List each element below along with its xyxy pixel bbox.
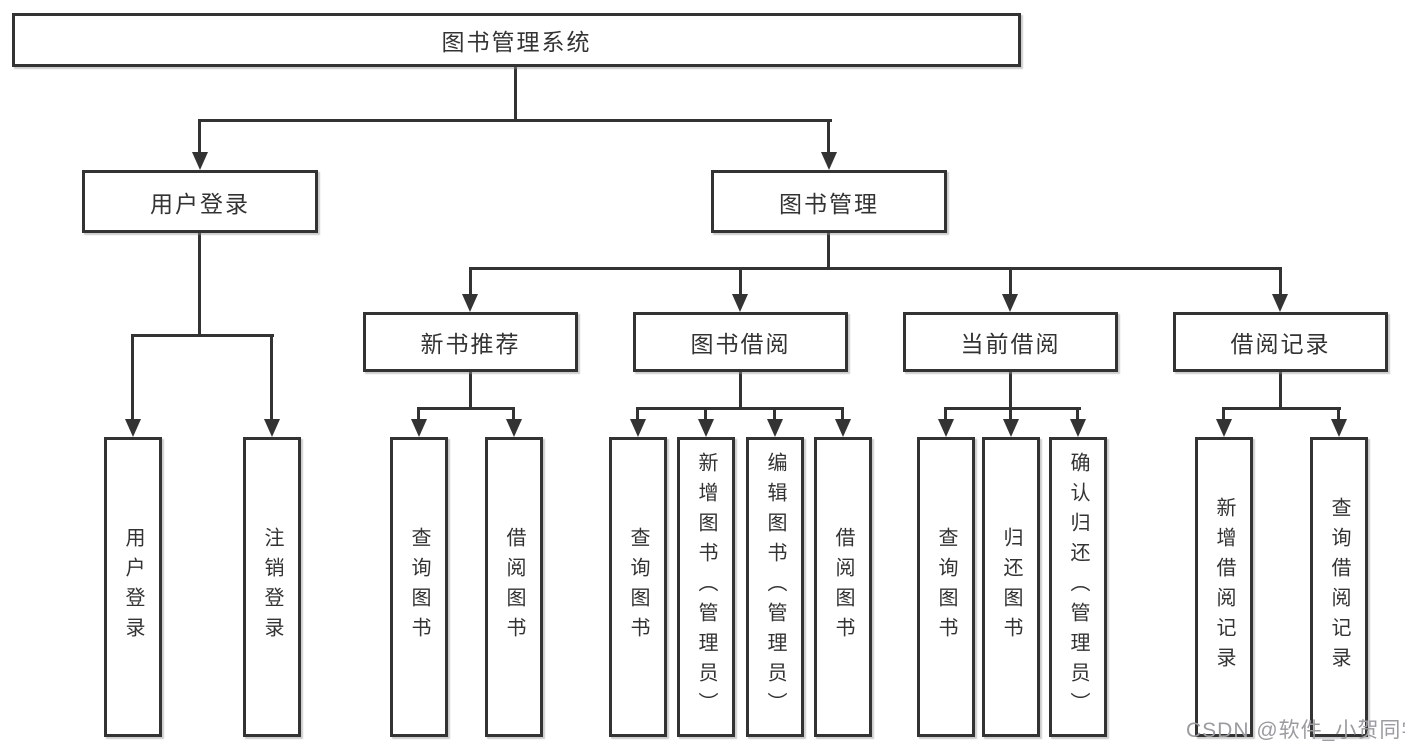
- connector-to-leaf-return: [1009, 407, 1012, 421]
- connector-to-leaf-search-record: [1337, 407, 1340, 421]
- leaf-add-borrow-record: 新增借阅记录: [1195, 437, 1253, 737]
- connector-book-borrow-stem: [739, 372, 742, 409]
- arrowhead-leaf-logout: [264, 419, 280, 437]
- connector-to-leaf-user-login: [131, 334, 134, 421]
- connector-to-book-management: [827, 119, 830, 153]
- arrowhead-leaf-search-1: [411, 419, 427, 437]
- arrowhead-leaf-borrow-2: [835, 419, 851, 437]
- connector-book-borrow-split: [636, 407, 844, 410]
- connector-user-login-split: [132, 334, 274, 337]
- connector-to-leaf-search-2: [636, 407, 639, 421]
- leaf-user-login: 用户登录: [104, 437, 162, 737]
- leaf-search-book-2: 查询图书: [609, 437, 667, 737]
- arrowhead-leaf-add-book: [698, 419, 714, 437]
- connector-book-management-stem: [827, 233, 830, 269]
- connector-to-user-login: [198, 119, 201, 153]
- connector-to-leaf-search-1: [417, 407, 420, 421]
- connector-root-split: [199, 119, 832, 122]
- arrowhead-leaf-search-record: [1331, 419, 1347, 437]
- node-current-borrow: 当前借阅: [903, 312, 1118, 372]
- arrowhead-leaf-add-record: [1216, 419, 1232, 437]
- watermark: CSDN @软件_小贺同学: [1186, 719, 1405, 742]
- arrowhead-leaf-borrow-1: [506, 419, 522, 437]
- connector-to-new-book: [469, 267, 472, 296]
- leaf-borrow-book-1: 借阅图书: [485, 437, 543, 737]
- node-book-borrow: 图书借阅: [633, 312, 848, 372]
- arrowhead-book-management: [821, 152, 837, 170]
- node-user-login: 用户登录: [82, 170, 318, 233]
- node-borrow-record: 借阅记录: [1173, 312, 1388, 372]
- leaf-search-book-3: 查询图书: [917, 437, 975, 737]
- arrowhead-book-borrow: [732, 294, 748, 312]
- connector-current-borrow-stem: [1009, 372, 1012, 409]
- connector-to-leaf-borrow-1: [512, 407, 515, 421]
- connector-current-borrow-split: [944, 407, 1081, 410]
- connector-to-leaf-search-3: [944, 407, 947, 421]
- connector-to-leaf-add-record: [1222, 407, 1225, 421]
- leaf-search-borrow-record: 查询借阅记录: [1310, 437, 1368, 737]
- arrowhead-leaf-user-login: [125, 419, 141, 437]
- leaf-logout: 注销登录: [243, 437, 301, 737]
- connector-new-book-stem: [469, 372, 472, 409]
- connector-borrow-record-split: [1222, 407, 1341, 410]
- connector-to-book-borrow: [739, 267, 742, 296]
- connector-to-leaf-add-book: [704, 407, 707, 421]
- arrowhead-leaf-return: [1003, 419, 1019, 437]
- connector-to-leaf-edit-book: [773, 407, 776, 421]
- connector-borrow-record-stem: [1279, 372, 1282, 409]
- arrowhead-borrow-record: [1272, 294, 1288, 312]
- connector-to-leaf-logout: [270, 334, 273, 421]
- leaf-edit-book-admin: 编辑图书（管理员）: [746, 437, 804, 737]
- node-root: 图书管理系统: [12, 13, 1021, 67]
- node-book-management: 图书管理: [711, 170, 947, 233]
- arrowhead-leaf-search-3: [938, 419, 954, 437]
- leaf-borrow-book-2: 借阅图书: [814, 437, 872, 737]
- connector-book-management-split: [469, 267, 1282, 270]
- leaf-confirm-return-admin: 确认归还（管理员）: [1049, 437, 1107, 737]
- leaf-add-book-admin: 新增图书（管理员）: [677, 437, 735, 737]
- connector-to-borrow-record: [1279, 267, 1282, 296]
- node-new-book-recommend: 新书推荐: [363, 312, 578, 372]
- arrowhead-leaf-confirm-return: [1070, 419, 1086, 437]
- connector-root-stem: [514, 67, 517, 121]
- leaf-search-book-1: 查询图书: [390, 437, 448, 737]
- connector-new-book-split: [417, 407, 515, 410]
- leaf-return-book: 归还图书: [982, 437, 1040, 737]
- arrowhead-leaf-search-2: [630, 419, 646, 437]
- connector-to-current-borrow: [1009, 267, 1012, 296]
- arrowhead-new-book: [462, 294, 478, 312]
- arrowhead-user-login: [192, 152, 208, 170]
- connector-user-login-stem: [198, 233, 201, 336]
- arrowhead-current-borrow: [1002, 294, 1018, 312]
- arrowhead-leaf-edit-book: [767, 419, 783, 437]
- connector-to-leaf-confirm-return: [1076, 407, 1079, 421]
- connector-to-leaf-borrow-2: [841, 407, 844, 421]
